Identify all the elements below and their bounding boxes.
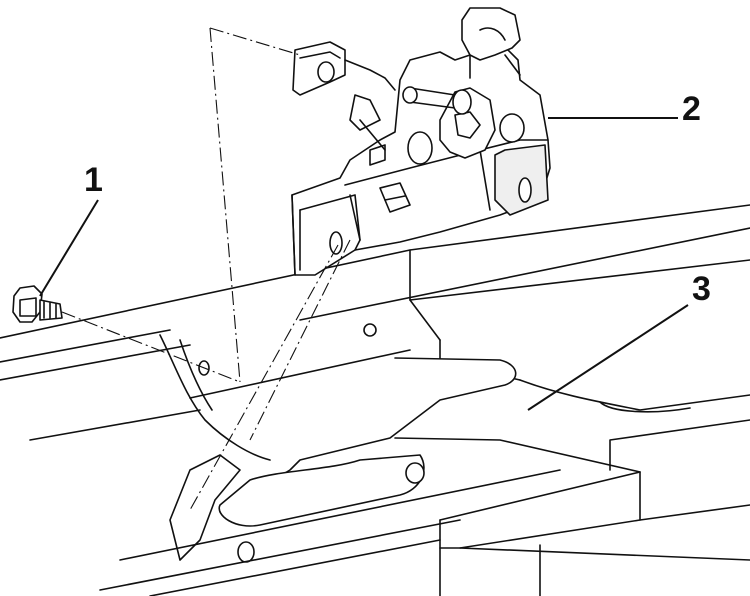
leader-line-3 (527, 304, 689, 411)
pin-hole-icon (237, 541, 255, 563)
pin-hole-icon (405, 462, 425, 484)
callout-leader-lines (39, 117, 689, 411)
leader-line-1 (39, 199, 99, 297)
body-panel (0, 204, 750, 461)
callout-label-3: 3 (692, 270, 711, 308)
assembly-guide-lines (61, 27, 351, 511)
bolt-part-1 (12, 285, 63, 323)
callout-label-1: 1 (84, 161, 103, 199)
panel-part-3 (99, 357, 750, 596)
mounting-hole-icon (363, 323, 377, 337)
mounting-hole-icon (198, 360, 210, 376)
callout-label-2: 2 (682, 90, 701, 128)
latch-part-2 (291, 7, 551, 276)
